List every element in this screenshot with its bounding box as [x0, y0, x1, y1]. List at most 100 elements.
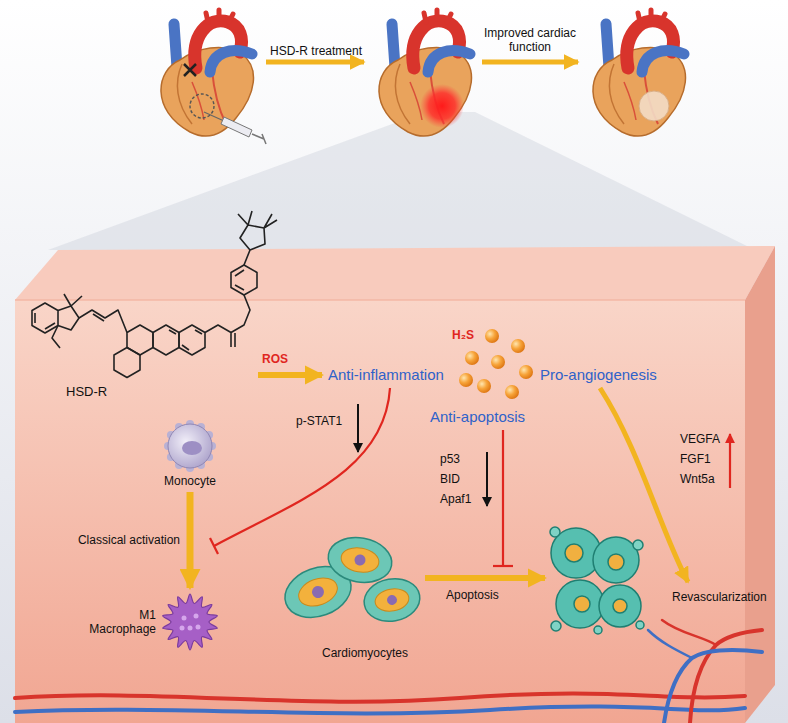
hsd-r-molecule	[52, 326, 60, 349]
h2s-molecules	[465, 351, 479, 365]
edge-label: Classical activation	[78, 533, 180, 547]
hsd-r-molecule	[32, 303, 58, 333]
hsd-r-molecule	[58, 306, 79, 330]
cardiomyocyte-cells	[278, 533, 423, 626]
apoptotic-cells	[636, 621, 644, 629]
inhibition-line	[214, 388, 390, 546]
text-label: Anti-inflammation	[328, 366, 444, 384]
step-arrow	[482, 60, 578, 65]
release-arrow	[258, 372, 322, 378]
text-label: Revascularization	[672, 590, 767, 604]
blood-vessels	[15, 707, 745, 714]
node-label: Monocyte	[150, 474, 230, 488]
hsd-r-molecule	[79, 310, 127, 333]
tissue-block	[15, 300, 745, 723]
text-label: VEGFA	[680, 432, 720, 446]
apoptotic-cells	[599, 585, 641, 627]
hsd-r-molecule	[235, 270, 244, 290]
tissue-block	[15, 246, 775, 723]
inhibition-line	[493, 430, 513, 566]
text-label: Pro-angiogenesis	[540, 366, 657, 384]
hsd-r-molecule	[238, 211, 277, 228]
apoptotic-cells	[593, 537, 639, 583]
blood-vessels	[15, 693, 745, 701]
blood-vessels	[648, 630, 692, 658]
blood-vessels	[664, 650, 762, 723]
hsd-r-molecule	[231, 265, 257, 295]
cardiomyocyte-cells	[325, 533, 396, 587]
heart-before	[204, 112, 224, 121]
apoptotic-cells	[633, 540, 643, 550]
heart-before	[161, 10, 266, 144]
macrophage-drawing	[160, 592, 220, 652]
text-label: FGF1	[680, 452, 711, 466]
cardiomyocyte-cells	[325, 533, 396, 587]
hsd-r-molecule	[179, 325, 205, 355]
text-label: ROS	[262, 352, 288, 366]
text-label: H₂S	[452, 328, 474, 342]
granule	[182, 616, 187, 621]
angiogenesis-arrow	[600, 388, 688, 582]
connector-layer	[190, 492, 191, 588]
node-label: M1 Macrophage	[80, 608, 156, 636]
heart-treated	[420, 84, 464, 128]
text-label: HSD-R	[66, 384, 107, 400]
hsd-r-molecule	[35, 313, 55, 329]
granule	[196, 625, 201, 630]
inhibition-line	[493, 565, 513, 567]
apoptosis-arrow	[425, 575, 545, 581]
apoptotic-cells	[556, 580, 604, 628]
apoptotic-cells	[550, 527, 644, 634]
text-label: Improved cardiac function	[474, 26, 586, 54]
apoptotic-cells	[594, 626, 602, 634]
inhibition-line	[502, 430, 504, 566]
tissue-block	[15, 299, 745, 301]
heart-treated	[379, 10, 472, 136]
text-label: Wnt5a	[680, 472, 715, 486]
h2s-molecules	[505, 385, 519, 399]
tissue-block	[15, 246, 775, 300]
down-arrow	[357, 404, 359, 452]
up-arrow	[729, 434, 731, 488]
granule	[194, 614, 199, 619]
hsd-r-molecule	[93, 314, 104, 321]
apoptotic-cells	[550, 527, 560, 537]
cardiomyocyte-cells	[295, 573, 341, 611]
cardiomyocyte-cells	[373, 586, 410, 614]
apoptotic-cells	[551, 621, 561, 631]
nucleus	[182, 441, 202, 455]
heart-recovered	[639, 91, 669, 121]
h2s-molecules	[477, 379, 491, 393]
hsd-r-molecule	[114, 348, 140, 378]
text-label: Anti-apoptosis	[430, 408, 525, 426]
heart-recovered	[593, 10, 686, 136]
h2s-molecules	[459, 373, 473, 387]
h2s-molecules	[511, 339, 525, 353]
hsd-r-molecule	[153, 325, 179, 355]
text-label: Apoptosis	[446, 588, 499, 602]
cardiomyocyte-cells	[339, 545, 381, 575]
monocyte-drawing	[162, 418, 218, 474]
heart-before	[221, 117, 252, 137]
text-label: BID	[440, 472, 460, 486]
hsd-r-molecule	[169, 330, 202, 350]
text-block: M1 Macrophage	[80, 608, 156, 636]
cardiomyocyte-cells	[354, 554, 367, 567]
hsd-r-molecule	[64, 294, 82, 306]
h2s-molecules	[519, 365, 533, 379]
text-label: p-STAT1	[296, 414, 342, 428]
heart-before	[184, 64, 196, 76]
text-label: HSD-R treatment	[270, 44, 362, 58]
cell-body	[163, 594, 218, 650]
hsd-r-molecule	[231, 295, 250, 333]
hsd-r-molecule	[205, 325, 235, 347]
inhibition-line	[210, 388, 390, 554]
apoptotic-cells	[565, 544, 583, 562]
inhibition-line	[210, 538, 218, 554]
h2s-molecules	[485, 329, 499, 343]
cardiomyocyte-cells	[361, 574, 423, 625]
